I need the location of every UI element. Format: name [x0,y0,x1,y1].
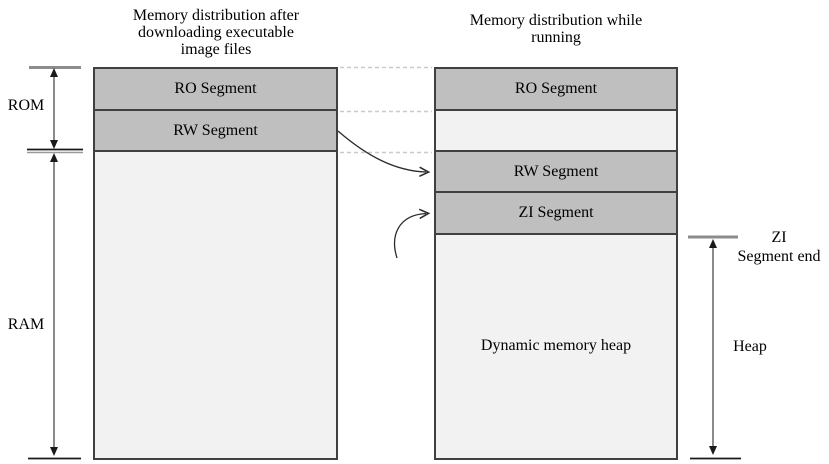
segment-label: RO Segment [174,80,257,97]
rom-label: ROM [7,97,45,114]
memory-box-download: RO Segment RW Segment [93,67,338,460]
segment-zi: ZI Segment [436,193,676,235]
zi-segment-end-label: ZI Segment end [737,229,821,265]
memory-box-running: RO Segment RW Segment ZI Segment Dynamic… [434,67,678,460]
arrowhead-down [50,447,58,456]
heap-label: Heap [733,338,767,355]
arrowhead-up [50,68,58,77]
right-column-title: Memory distribution while running [469,12,643,46]
segment-label: RW Segment [173,121,258,139]
arrowhead-up [50,153,58,162]
left-column-title: Memory distribution after downloading ex… [132,7,300,58]
segment-ro: RO Segment [436,69,676,111]
segment-label: ZI Segment [518,204,594,221]
segment-ro: RO Segment [95,69,336,111]
segment-label: RW Segment [513,162,599,180]
segment-rw: RW Segment [95,111,336,152]
arrowhead-down [50,140,58,149]
segment-rw: RW Segment [436,152,676,193]
zi-move-arrow [393,208,431,259]
arrowhead-down [709,446,717,455]
segment-free-gap [436,111,676,152]
heap-area-label: Dynamic memory heap [480,336,632,354]
segment-label: RO Segment [514,80,598,97]
heap-area: Dynamic memory heap [436,235,676,456]
arrowhead-up [709,239,717,248]
ram-label: RAM [7,316,45,333]
rw-move-arrow [337,130,431,178]
